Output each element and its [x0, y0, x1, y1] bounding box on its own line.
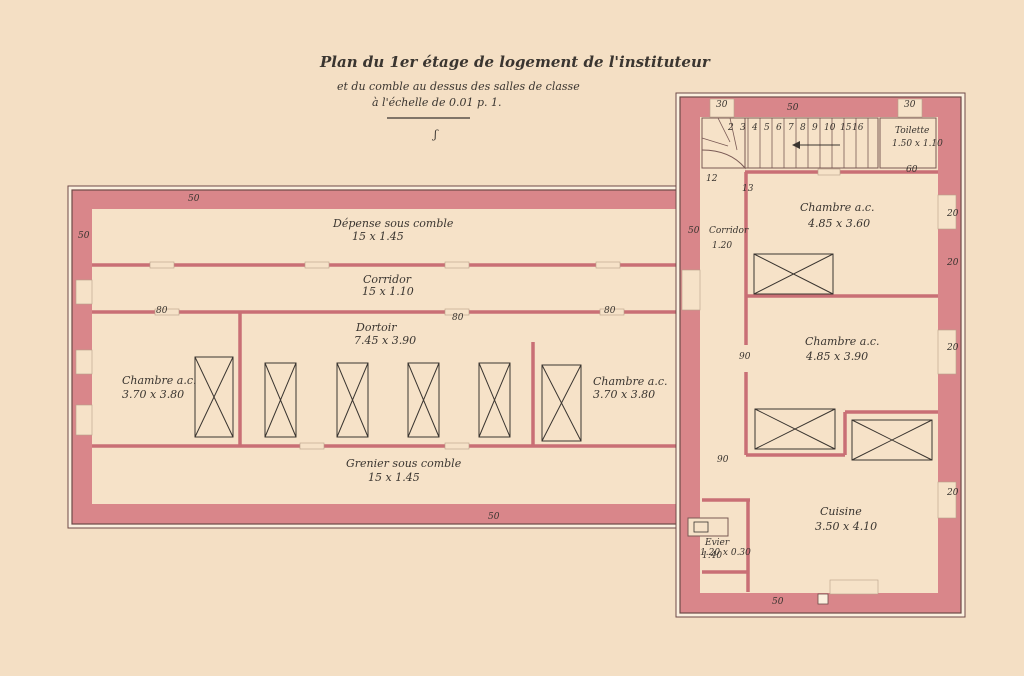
room-name-chambre-left: Chambre a.c. [122, 374, 197, 387]
dim-90-a: 90 [739, 352, 751, 362]
dim-90-b: 90 [717, 455, 729, 465]
room-name-chambre-mid: Chambre a.c. [593, 375, 668, 388]
room-dims-corridor-right: 1.20 [712, 241, 732, 251]
stair-step-g: 6 [776, 123, 782, 133]
dim-80-a: 80 [156, 306, 168, 316]
stair-step-h: 7 [788, 123, 794, 133]
dim-30-a: 30 [716, 100, 728, 110]
left-wing: Dépense sous comble 15 x 1.45 Corridor 1… [67, 185, 689, 529]
bed [264, 362, 297, 438]
stair-step-e: 4 [751, 123, 758, 133]
room-dims-evier: 1.20 x 0.30 [700, 548, 751, 558]
room-dims-chambre-center: 4.85 x 3.90 [805, 350, 868, 363]
room-dims-corridor: 15 x 1.10 [362, 285, 414, 298]
room-name-grenier: Grenier sous comble [346, 457, 462, 470]
room-name-chambre-center: Chambre a.c. [805, 335, 880, 348]
room-dims-toilette: 1.50 x 1.10 [892, 139, 943, 149]
room-name-dortoir: Dortoir [355, 321, 397, 334]
stair-step-j: 9 [812, 123, 818, 133]
bed [753, 253, 834, 295]
dim-12: 12 [706, 174, 718, 184]
bed [754, 408, 836, 450]
bed [336, 362, 369, 438]
room-name-toilette: Toilette [895, 126, 929, 136]
right-wing: 15 16 2 3 4 5 6 7 8 9 10 Toilette 1.50 x… [675, 92, 966, 618]
dim-sw-50: 50 [772, 597, 784, 607]
dim-20-c: 20 [946, 343, 959, 353]
dim-top: 50 [188, 194, 200, 204]
title-line-1: Plan du 1er étage de logement de l'insti… [319, 53, 711, 71]
bed [851, 419, 933, 461]
dim-13: 13 [742, 184, 754, 194]
dim-bottom: 50 [488, 512, 500, 522]
dim-140: 1.40 [702, 551, 722, 561]
dim-80-c: 80 [604, 306, 616, 316]
room-name-corridor: Corridor [363, 273, 412, 286]
dim-30-b: 30 [904, 100, 916, 110]
staircase: 15 16 2 3 4 5 6 7 8 9 10 [701, 117, 879, 170]
bed [541, 364, 582, 442]
room-dims-cuisine: 3.50 x 4.10 [815, 520, 877, 533]
bed [407, 362, 440, 438]
dim-20-a: 20 [946, 209, 959, 219]
stair-step-c: 2 [727, 123, 734, 133]
room-dims-grenier: 15 x 1.45 [368, 471, 420, 484]
stair-step-b: 16 [852, 123, 864, 133]
dim-80-b: 80 [452, 313, 464, 323]
dim-60: 60 [906, 165, 918, 175]
room-name-chambre-top: Chambre a.c. [800, 201, 875, 214]
stair-step-f: 5 [764, 123, 770, 133]
room-dims-chambre-left: 3.70 x 3.80 [122, 388, 184, 401]
dim-left: 50 [78, 231, 90, 241]
title-line-3: à l'échelle de 0.01 p. 1. [372, 96, 501, 109]
toilette-room [879, 117, 937, 169]
bed [194, 356, 234, 438]
room-dims-depense: 15 x 1.45 [352, 230, 404, 243]
dim-stair-50: 50 [787, 103, 799, 113]
room-name-evier: Evier [704, 538, 730, 548]
room-name-depense: Dépense sous comble [332, 217, 454, 230]
room-dims-chambre-mid: 3.70 x 3.80 [593, 388, 655, 401]
dim-corr-50: 50 [688, 226, 700, 236]
room-dims-dortoir: 7.45 x 3.90 [354, 334, 416, 347]
stair-step-a: 15 [840, 123, 852, 133]
bed [478, 362, 511, 438]
title-mark: ʃ [431, 128, 439, 141]
room-dims-chambre-top: 4.85 x 3.60 [807, 217, 870, 230]
stair-step-d: 3 [740, 123, 746, 133]
dim-20-b: 20 [946, 258, 959, 268]
dim-20-d: 20 [946, 488, 959, 498]
stair-step-i: 8 [800, 123, 806, 133]
room-name-cuisine: Cuisine [820, 505, 862, 518]
stair-step-k: 10 [824, 123, 836, 133]
room-name-corridor-right: Corridor [709, 226, 749, 236]
title-line-2: et du comble au dessus des salles de cla… [337, 80, 580, 93]
